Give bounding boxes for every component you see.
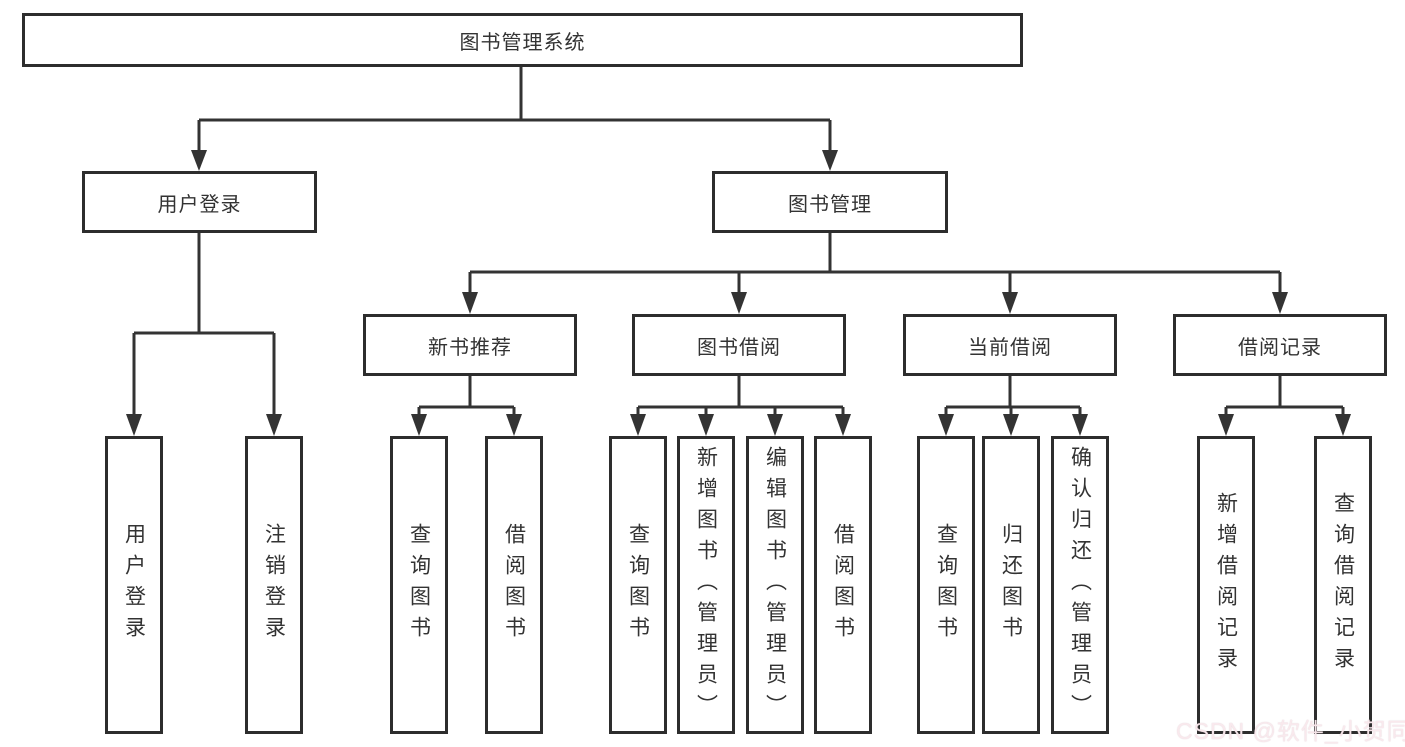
connector-borrow-to-leaves — [630, 376, 851, 436]
leaf-label: 归还图书 — [999, 523, 1023, 647]
connector-userlogin-to-leaves — [126, 233, 282, 436]
leaf-logout: 注销登录 — [245, 436, 303, 734]
node-label: 用户登录 — [157, 193, 242, 216]
node-borrowing-records: 借阅记录 — [1173, 314, 1387, 376]
node-book-management-branch: 图书管理 — [712, 171, 948, 233]
leaf-add-borrow-record: 新增借阅记录 — [1197, 436, 1255, 734]
leaf-label: 借阅图书 — [831, 523, 855, 647]
leaf-borrow-books-recommend: 借阅图书 — [485, 436, 543, 734]
leaf-add-books-admin: 新增图书（管理员） — [677, 436, 735, 734]
node-label: 图书借阅 — [697, 336, 781, 359]
leaf-label: 新增借阅记录 — [1214, 492, 1238, 678]
node-label: 当前借阅 — [968, 336, 1052, 359]
leaf-label: 查询图书 — [407, 523, 431, 647]
node-current-borrowing: 当前借阅 — [903, 314, 1117, 376]
node-label: 借阅记录 — [1238, 336, 1322, 359]
node-root-system: 图书管理系统 — [22, 13, 1023, 67]
connector-bookmgmt-to-modules — [462, 233, 1288, 314]
leaf-query-borrow-record: 查询借阅记录 — [1314, 436, 1372, 734]
leaf-query-books-borrow: 查询图书 — [609, 436, 667, 734]
node-book-borrowing: 图书借阅 — [632, 314, 846, 376]
node-new-book-recommend: 新书推荐 — [363, 314, 577, 376]
leaf-user-login: 用户登录 — [105, 436, 163, 734]
leaf-confirm-return-admin: 确认归还（管理员） — [1051, 436, 1109, 734]
connector-root-to-level2 — [191, 67, 838, 171]
leaf-label: 注销登录 — [262, 523, 286, 647]
leaf-label: 借阅图书 — [502, 523, 526, 647]
leaf-borrow-books: 借阅图书 — [814, 436, 872, 734]
leaf-label: 查询图书 — [934, 523, 958, 647]
leaf-label: 确认归还（管理员） — [1068, 445, 1092, 725]
leaf-label: 查询图书 — [626, 523, 650, 647]
connector-recommend-to-leaves — [411, 376, 522, 436]
leaf-label: 查询借阅记录 — [1331, 492, 1355, 678]
leaf-query-books-recommend: 查询图书 — [390, 436, 448, 734]
leaf-return-books: 归还图书 — [982, 436, 1040, 734]
connector-current-to-leaves — [938, 376, 1088, 436]
leaf-label: 编辑图书（管理员） — [763, 445, 787, 725]
leaf-label: 用户登录 — [122, 523, 146, 647]
leaf-edit-books-admin: 编辑图书（管理员） — [746, 436, 804, 734]
leaf-query-books-current: 查询图书 — [917, 436, 975, 734]
leaf-label: 新增图书（管理员） — [694, 445, 718, 725]
node-label: 新书推荐 — [428, 336, 512, 359]
node-root-label: 图书管理系统 — [459, 31, 586, 54]
node-user-login-branch: 用户登录 — [82, 171, 317, 233]
node-label: 图书管理 — [788, 193, 872, 216]
connector-records-to-leaves — [1218, 376, 1351, 436]
